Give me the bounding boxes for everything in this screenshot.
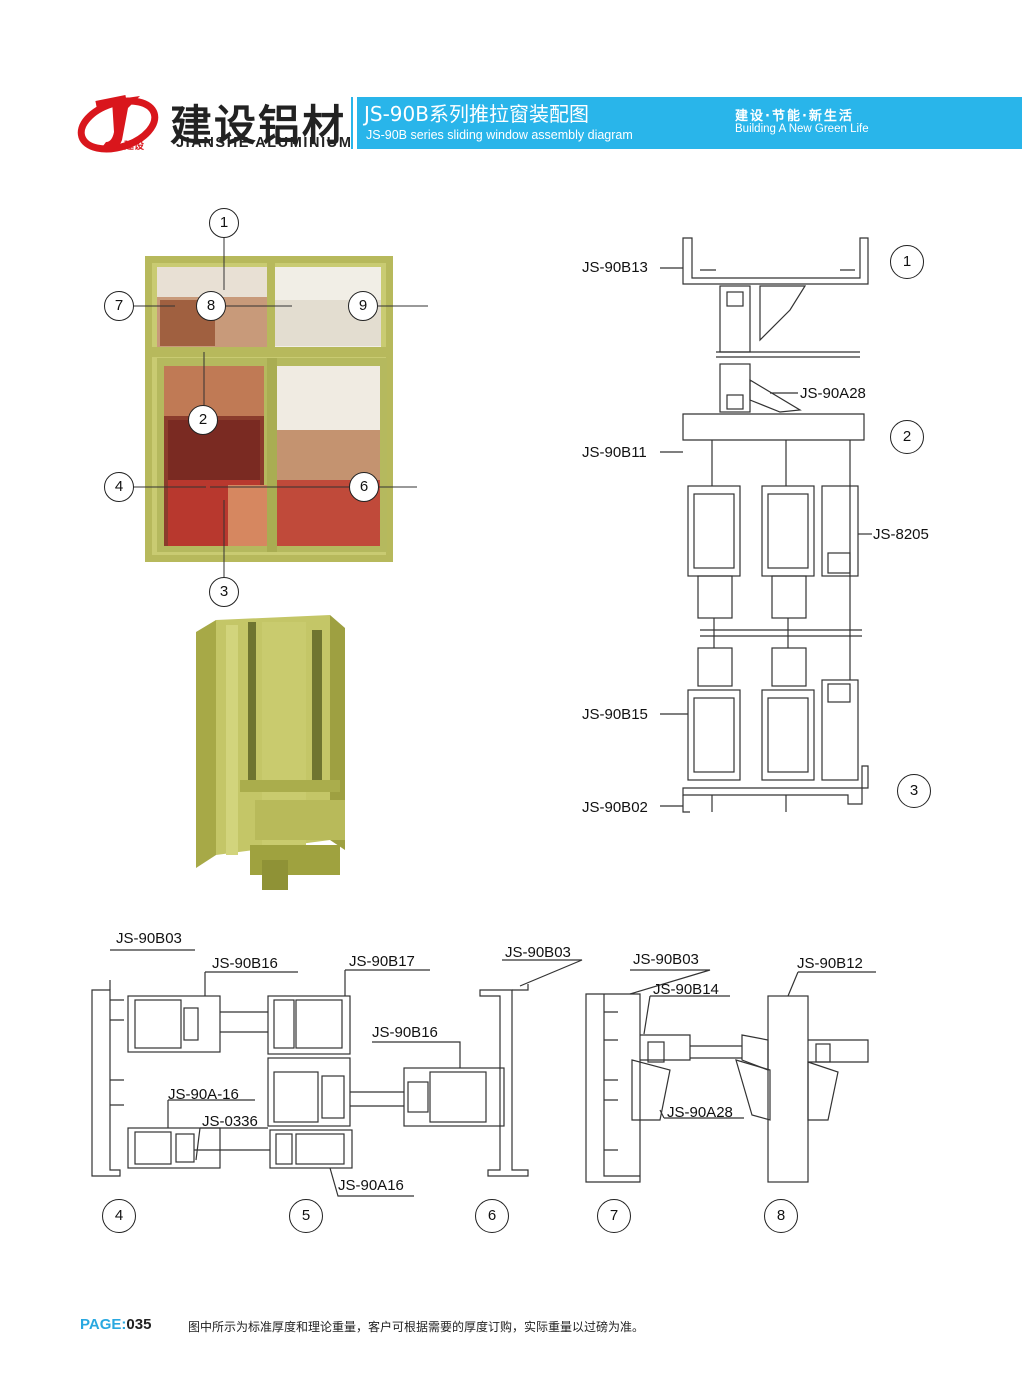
photo-callout-6: 6	[349, 472, 379, 502]
label-js-90b03-c: JS-90B03	[633, 951, 699, 968]
label-js-90b13: JS-90B13	[582, 259, 648, 276]
photo-callout-7: 7	[104, 291, 134, 321]
brand-logo-icon	[77, 95, 159, 153]
section-callout-1: 1	[890, 245, 924, 279]
page-number-value: 035	[126, 1316, 152, 1333]
photo-callout-8: 8	[196, 291, 226, 321]
label-js-90a-16: JS-90A-16	[168, 1086, 239, 1103]
vertical-section	[660, 237, 872, 813]
label-js-90b17: JS-90B17	[349, 953, 415, 970]
section-callout-3: 3	[897, 774, 931, 808]
label-js-90b16-a: JS-90B16	[212, 955, 278, 972]
photo-callout-3: 3	[209, 577, 239, 607]
section-callout-2: 2	[890, 420, 924, 454]
profile-3d-render	[196, 615, 345, 890]
label-js-90b03-b: JS-90B03	[505, 944, 571, 961]
label-js-90a28-b: JS-90A28	[667, 1104, 733, 1121]
photo-callout-1: 1	[209, 208, 239, 238]
label-js-90b16-b: JS-90B16	[372, 1024, 438, 1041]
label-js-0336: JS-0336	[202, 1113, 258, 1130]
header-band	[357, 97, 1022, 149]
slogan-en: Building A New Green Life	[735, 123, 869, 135]
section-callout-8: 8	[764, 1199, 798, 1233]
section-callout-7: 7	[597, 1199, 631, 1233]
label-js-90b12: JS-90B12	[797, 955, 863, 972]
brand-name-en: JIANSHE ALUMINIUM	[176, 135, 353, 151]
section-callout-6: 6	[475, 1199, 509, 1233]
horizontal-sections-right	[585, 969, 876, 1183]
section-callout-5: 5	[289, 1199, 323, 1233]
photo-callout-4: 4	[104, 472, 134, 502]
label-js-90b02: JS-90B02	[582, 799, 648, 816]
label-js-8205: JS-8205	[873, 526, 929, 543]
photo-leaders	[133, 237, 428, 577]
footer-note: 图中所示为标准厚度和理论重量，客户可根据需要的厚度订购，实际重量以过磅为准。	[188, 1320, 645, 1334]
page-title-cn: JS-90B系列推拉窗装配图	[364, 102, 589, 126]
slogan-cn: 建设·节能·新生活	[735, 109, 854, 124]
brand-name-cn: 建设铝材	[170, 101, 347, 150]
label-js-90b15: JS-90B15	[582, 706, 648, 723]
photo-callout-9: 9	[348, 291, 378, 321]
label-js-90a16: JS-90A16	[338, 1177, 404, 1194]
horizontal-sections-left	[91, 949, 583, 1197]
page-prefix: PAGE:	[80, 1316, 127, 1333]
page-number: PAGE:035	[80, 1316, 151, 1333]
photo-callout-2: 2	[188, 405, 218, 435]
label-js-90a28: JS-90A28	[800, 385, 866, 402]
label-js-90b11: JS-90B11	[582, 444, 647, 461]
label-js-90b14: JS-90B14	[653, 981, 719, 998]
page-title-en: JS-90B series sliding window assembly di…	[366, 128, 633, 142]
logo-mark-text: 建设	[124, 141, 144, 152]
label-js-90b03-a: JS-90B03	[116, 930, 182, 947]
section-callout-4: 4	[102, 1199, 136, 1233]
